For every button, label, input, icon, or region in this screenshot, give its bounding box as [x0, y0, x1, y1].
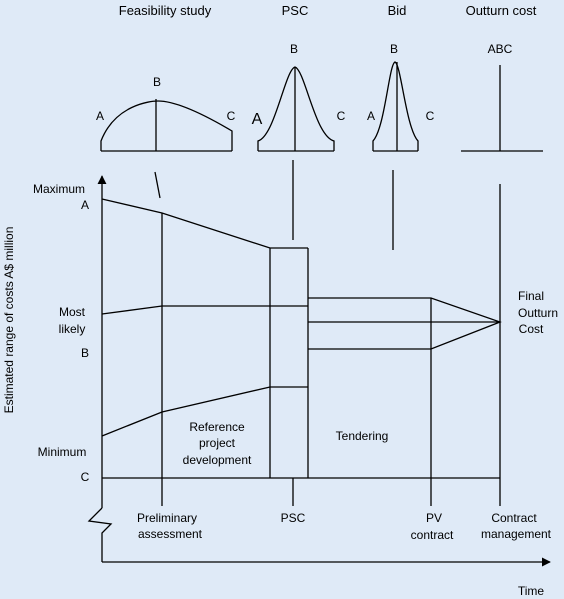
- feasibility-label-b: B: [153, 75, 161, 89]
- feasibility-label-c: C: [227, 109, 236, 123]
- x-axis-title: Time: [518, 584, 545, 598]
- y-label-likely: likely: [59, 322, 86, 336]
- tendering-envelope: [308, 297, 502, 350]
- final-label-line2: Outturn: [518, 306, 558, 320]
- y-axis: [87, 175, 113, 562]
- final-label-line1: Final: [518, 289, 544, 303]
- psc-label-c: C: [337, 109, 346, 123]
- maximum-line: [101, 198, 308, 249]
- header-bid: Bid: [388, 3, 407, 18]
- feasibility-distribution: A B C: [96, 75, 236, 152]
- psc-distribution: A B C: [252, 42, 346, 152]
- most-likely-line: [101, 305, 308, 315]
- x-label-preliminary-line2: assessment: [138, 527, 203, 541]
- psc-label-b: B: [290, 42, 298, 56]
- region-reference-line3: development: [183, 453, 252, 467]
- bid-distribution: A B C: [367, 42, 435, 152]
- x-label-psc: PSC: [281, 511, 306, 525]
- minimum-line: [101, 386, 308, 437]
- x-label-pv-line1: PV: [426, 511, 442, 525]
- outturn-label-abc: ABC: [488, 42, 513, 56]
- outturn-distribution: ABC: [461, 42, 543, 152]
- y-label-b: B: [81, 346, 89, 360]
- bid-label-c: C: [426, 109, 435, 123]
- y-label-most: Most: [59, 305, 86, 319]
- final-label-line3: Cost: [519, 322, 544, 336]
- x-label-pv-line2: contract: [411, 528, 454, 542]
- y-label-maximum: Maximum: [33, 182, 85, 196]
- x-label-contract-line1: Contract: [491, 511, 537, 525]
- header-outturn-cost: Outturn cost: [466, 3, 537, 18]
- connector-feasibility: [154, 171, 161, 199]
- psc-label-a: A: [252, 111, 263, 128]
- header-psc: PSC: [282, 3, 309, 18]
- region-reference-line2: project: [199, 436, 236, 450]
- feasibility-label-a: A: [96, 109, 104, 123]
- y-label-c: C: [81, 470, 90, 484]
- x-label-contract-line2: management: [481, 527, 552, 541]
- region-tendering: Tendering: [336, 429, 389, 443]
- x-label-preliminary-line1: Preliminary: [137, 511, 197, 525]
- bid-label-b: B: [390, 42, 398, 56]
- y-label-minimum: Minimum: [38, 445, 87, 459]
- y-axis-title: Estimated range of costs A$ million: [2, 227, 16, 414]
- bid-label-a: A: [367, 109, 375, 123]
- header-feasibility-study: Feasibility study: [119, 3, 212, 18]
- region-reference-line1: Reference: [189, 420, 245, 434]
- y-label-a: A: [81, 198, 89, 212]
